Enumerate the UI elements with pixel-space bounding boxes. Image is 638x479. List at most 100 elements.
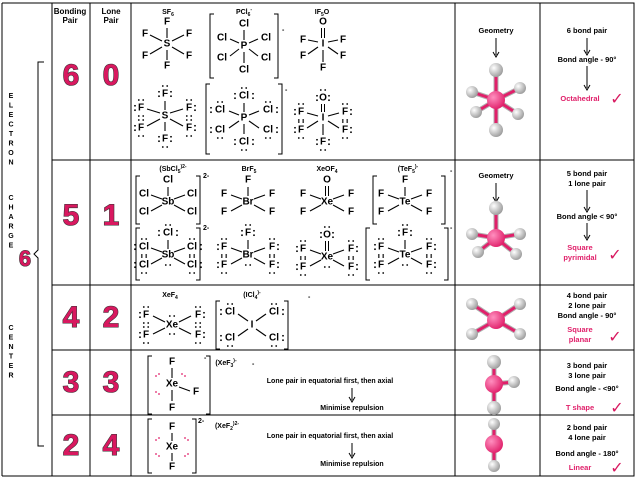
xef4-lr-lp-right-a bbox=[203, 331, 205, 334]
if5o-lp-f-ur-lp-bottom-b bbox=[346, 119, 349, 121]
pcl6-lp-cl-ll-lp-left-b bbox=[210, 131, 212, 134]
linear-model-outer-atom-0 bbox=[488, 418, 500, 430]
pcl6-lp-cl-ur: Cl bbox=[263, 105, 273, 116]
sbcl5-lp-bond-ul bbox=[150, 247, 163, 253]
row4-note-equatorial: Lone pair in equatorial first, then axia… bbox=[267, 378, 393, 385]
icl4-charge: - bbox=[308, 294, 311, 301]
xeof4-lp-ll-lp-left-b bbox=[296, 268, 298, 271]
tef5-lp-central-lp-a bbox=[401, 264, 404, 266]
tef5-lp-top-lp-left-a bbox=[398, 229, 400, 232]
brf5-lp-top-lp-left-b bbox=[241, 234, 243, 237]
xef3-right: F bbox=[193, 387, 199, 398]
sbcl5-lp-ur-lp-top-a bbox=[188, 238, 191, 240]
xeof4-bond-ll bbox=[309, 204, 322, 212]
brf5-lp-ul-lp-bottom-a bbox=[220, 254, 223, 256]
icl4-ll: Cl bbox=[225, 333, 235, 344]
sbcl5-lp-ur-lp-bottom-b bbox=[193, 254, 196, 256]
sbcl5-lp-lr-lp-right-a bbox=[200, 261, 202, 264]
if5o-f-ul: F bbox=[300, 35, 306, 46]
tef5-lp-top-lp-top-b bbox=[406, 224, 409, 226]
xeof4-lp-ur-lp-top-b bbox=[352, 240, 355, 242]
sbcl5-lp-ul: Cl bbox=[139, 242, 149, 253]
if5o-lp-f-lr: F bbox=[342, 125, 348, 136]
formula-pcl6: PCl6- bbox=[236, 7, 252, 18]
brf5-lp-ur-lp-right-b bbox=[277, 248, 279, 251]
if5o-f-ur: F bbox=[340, 35, 346, 46]
tef5-center: Te bbox=[400, 197, 411, 208]
sbcl5-lp-ul-lp-bottom-a bbox=[140, 254, 143, 256]
table-frame bbox=[51, 2, 635, 477]
xef4-ul: F bbox=[143, 310, 149, 321]
xef4-b1 bbox=[152, 315, 166, 323]
pcl6-cl-lr: Cl bbox=[261, 53, 271, 64]
brf5-lp-ur-lp-top-b bbox=[273, 238, 276, 240]
icl4-ur-lp-top-a bbox=[270, 303, 273, 305]
xef4-b4 bbox=[178, 327, 192, 335]
row2-info-2: Bond angle < 90° bbox=[557, 212, 618, 221]
formula-xef2: (XeF2)2- bbox=[215, 421, 239, 432]
sbcl5-lp-top-lp-right-b bbox=[176, 234, 178, 237]
tef5-lp-top: F bbox=[402, 228, 408, 239]
pcl6-lp-cl-lr-lp-right-b bbox=[276, 131, 278, 134]
brf5-top: F bbox=[245, 175, 251, 186]
sf6-lp-f-ll-lp-left-a bbox=[134, 124, 136, 127]
if5o-lp-f-bottom-lp-bottom-a bbox=[319, 149, 322, 151]
xef3-bracket-left bbox=[147, 355, 152, 415]
tef5-lp-ll-lp-left-a bbox=[374, 261, 376, 264]
xeof4-lp-center: Xe bbox=[321, 252, 334, 263]
row5-info-1: 4 lone pair bbox=[568, 433, 606, 442]
row4-note-arrow-head bbox=[348, 396, 356, 403]
row2-info-arrow2-head bbox=[583, 234, 591, 241]
xef3-bracket-right bbox=[206, 355, 211, 415]
side-six-number: 6 bbox=[19, 246, 31, 271]
lone-pair-number-2: 1 bbox=[103, 199, 120, 232]
icl4-lr-lp-bottom-b bbox=[275, 345, 278, 347]
pcl6-cl-ul: Cl bbox=[217, 33, 227, 44]
octahedral-model-outer-atom-1 bbox=[489, 123, 503, 137]
xeof4-lp-ur-lp-bottom-b bbox=[352, 256, 355, 258]
pcl6-lp-cl-ur-lp-right-b bbox=[276, 111, 278, 114]
xef4-lr: F bbox=[195, 330, 201, 341]
sf6-lp-f-top: F bbox=[162, 89, 168, 100]
xeof4-lp-ll-lp-top-b bbox=[304, 258, 307, 260]
xeof4-lp-ll-lp-top-a bbox=[299, 258, 302, 260]
xef4-ur-lp-top-a bbox=[194, 306, 197, 308]
sf6-f-ul: F bbox=[142, 29, 148, 40]
xef4-lp-bottom-b bbox=[173, 333, 176, 335]
icl4-ll-lp-left-a bbox=[220, 334, 222, 337]
sbcl5-lp-ll-lp-bottom-a bbox=[140, 272, 143, 274]
xef2-lp-3 bbox=[158, 455, 160, 457]
xeof4-lp-lr-lp-top-a bbox=[347, 258, 350, 260]
xeof4-lp-top-lp-left-a bbox=[320, 231, 322, 234]
tef5-lp-ul-lp-top-a bbox=[377, 238, 380, 240]
sbcl5-lp-lr-lp-top-a bbox=[188, 256, 191, 258]
sf6-lp-f-ll-lp-top-b bbox=[142, 119, 145, 121]
row1-check-mark: ✓ bbox=[610, 89, 623, 108]
pcl6-lp-cl-top-lp-top-a bbox=[240, 87, 243, 89]
sf6-lp-f-bottom-lp-right-a bbox=[170, 135, 172, 138]
brf5-lp-ur-lp-bottom-a bbox=[268, 254, 271, 256]
pcl6-lp-cl-ul: Cl bbox=[215, 105, 225, 116]
side-letter-charge-2: A bbox=[8, 214, 13, 221]
xef3-top: F bbox=[169, 357, 175, 368]
if5o-lp-f-lr-lp-right-b bbox=[350, 131, 352, 134]
tef5-lp-ul-lp-left-b bbox=[374, 248, 376, 251]
octahedral-model-outer-atom-5 bbox=[512, 108, 524, 120]
brf5-lp-ll-lp-left-a bbox=[217, 261, 219, 264]
brf5-lp-top-lp-right-b bbox=[253, 234, 255, 237]
tef5-lp-lr-lp-top-b bbox=[430, 256, 433, 258]
brf5-lp-top: F bbox=[245, 228, 251, 239]
formula-sbcl5: (SbCl5)2- bbox=[159, 164, 187, 175]
square-pyramidal-model-center-atom bbox=[487, 229, 505, 247]
brf5-lp-ul: F bbox=[221, 242, 227, 253]
pcl6-lp-cl-bottom-lp-left-b bbox=[234, 143, 236, 146]
xeof4-lp-bond-ul bbox=[309, 249, 322, 255]
xeof4-lp-ur-lp-right-a bbox=[356, 245, 358, 248]
tef5-lp-ur-lp-right-a bbox=[434, 243, 436, 246]
bond-line bbox=[306, 112, 319, 117]
if5o-lp-f-ll-lp-left-a bbox=[294, 126, 296, 129]
row4-info-0: 3 bond pair bbox=[567, 361, 608, 370]
tef5-bracket-left bbox=[372, 175, 377, 225]
if5o-lp-o-lp-left-b bbox=[316, 99, 318, 102]
if5o-f-bottom: F bbox=[320, 63, 326, 74]
